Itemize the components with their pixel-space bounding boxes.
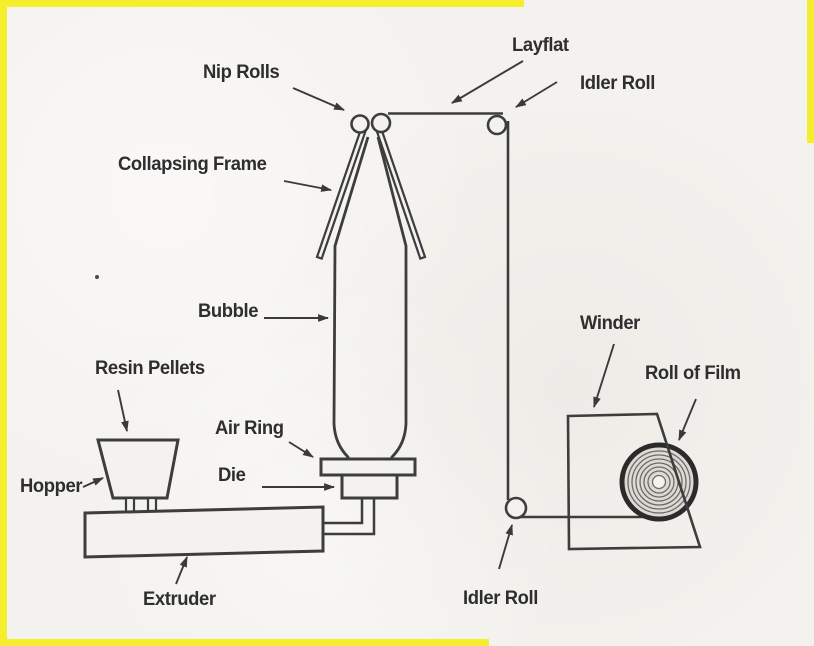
label-extruder: Extruder bbox=[143, 589, 216, 610]
extruder-shape bbox=[83, 505, 325, 559]
label-collapsing-frame: Collapsing Frame bbox=[118, 154, 267, 175]
label-winder: Winder bbox=[580, 313, 640, 334]
nip-rolls-arrow bbox=[292, 87, 346, 111]
hopper-arrow bbox=[82, 477, 105, 488]
winder-arrow bbox=[593, 343, 615, 409]
film-web-lines bbox=[388, 112, 650, 519]
label-bubble: Bubble bbox=[198, 301, 259, 322]
label-hopper: Hopper bbox=[20, 476, 83, 497]
melt-pipe-outer bbox=[322, 499, 376, 536]
roll-of-film-arrow bbox=[678, 398, 697, 442]
bubble-outline bbox=[332, 136, 408, 460]
scan-edge-top bbox=[0, 0, 524, 7]
label-resin-pellets: Resin Pellets bbox=[95, 358, 205, 379]
resin-pellets-arrow bbox=[117, 389, 129, 433]
hopper-leg-left bbox=[124, 496, 136, 514]
die-shape bbox=[340, 473, 399, 500]
collapsing-frame-arrow bbox=[283, 180, 333, 192]
winder-shape bbox=[566, 412, 702, 551]
scan-edge-left bbox=[0, 5, 7, 646]
roll-of-film-shape bbox=[619, 442, 699, 522]
collapsing-frame-strips bbox=[315, 127, 427, 260]
label-idler-roll-bottom: Idler Roll bbox=[463, 588, 538, 609]
air-ring-shape bbox=[319, 457, 417, 477]
idler-roll-bottom-arrow bbox=[498, 523, 513, 570]
scan-speck bbox=[95, 275, 99, 279]
melt-pipe-inner bbox=[322, 499, 364, 525]
leader-arrows bbox=[82, 60, 697, 585]
extruder-arrow bbox=[175, 555, 188, 585]
nip-roll-left-circle bbox=[350, 114, 370, 134]
label-roll-of-film: Roll of Film bbox=[645, 363, 741, 384]
label-air-ring: Air Ring bbox=[215, 418, 284, 439]
idler-roll-top-arrow bbox=[515, 81, 558, 108]
nip-roll-right-circle bbox=[370, 112, 392, 134]
layflat-arrow bbox=[451, 60, 524, 104]
scan-edge-bottom bbox=[0, 639, 489, 646]
scan-edge-right bbox=[807, 0, 814, 143]
label-die: Die bbox=[218, 465, 246, 486]
air-ring-arrow bbox=[288, 441, 314, 458]
label-layflat: Layflat bbox=[512, 35, 569, 56]
label-idler-roll-top: Idler Roll bbox=[580, 73, 655, 94]
idler-roll-bottom-circle bbox=[504, 496, 528, 520]
label-nip-rolls: Nip Rolls bbox=[203, 62, 280, 83]
hopper-shape bbox=[96, 438, 180, 500]
idler-roll-top-circle bbox=[486, 114, 508, 136]
